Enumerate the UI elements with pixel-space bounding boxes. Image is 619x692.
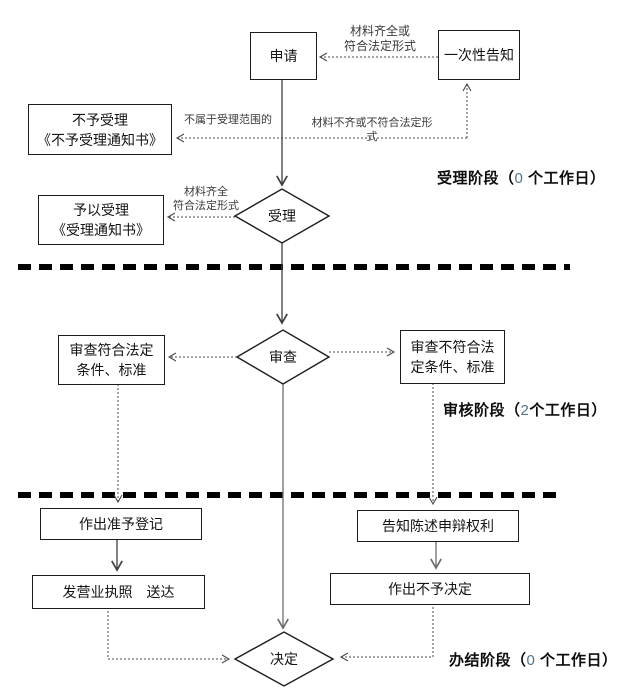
edge-license-to-decide [107, 607, 231, 664]
edge-deny-to-decide [339, 603, 434, 662]
diamond-decide-shape [233, 631, 335, 687]
edge-label-not-in-scope: 不属于受理范围的 [184, 114, 272, 126]
diamond-accept-label: 受理 [268, 208, 296, 224]
diamond-review-shape [235, 329, 331, 385]
phase-label-finish: 办结阶段（0 个工作日） [449, 649, 618, 670]
node-not-accept: 不予受理 《不予受理通知书》 [28, 104, 172, 155]
phase-accept-suffix: 个工作日） [523, 170, 606, 187]
diamond-decide-label: 决定 [270, 651, 298, 667]
phase-label-review: 审核阶段（2个工作日） [443, 399, 607, 420]
node-review-fail: 审查不符合法 定条件、标准 [400, 330, 505, 384]
node-apply: 申请 [250, 32, 317, 80]
node-one-time-notice: 一次性告知 [438, 30, 520, 80]
phase-review-prefix: 审核阶段（ [443, 402, 521, 419]
phase-finish-prefix: 办结阶段（ [449, 652, 527, 669]
phase-accept-days: 0 [514, 170, 524, 187]
phase-review-days: 2 [520, 402, 530, 419]
node-notify-rights: 告知陈述申辩权利 [357, 510, 519, 542]
phase-review-suffix: 个工作日） [529, 402, 607, 419]
node-issue-license: 发营业执照 送达 [32, 575, 205, 609]
edge-label-materials-complete-top: 材料齐全或 符合法定形式 [343, 24, 416, 53]
node-accept-grant: 予以受理 《受理通知书》 [38, 195, 164, 245]
node-review-pass: 审查符合法定 条件、标准 [58, 335, 165, 385]
phase-label-accept: 受理阶段（0 个工作日） [437, 167, 606, 188]
node-grant-register: 作出准予登记 [40, 508, 202, 540]
diamond-review-label: 审查 [269, 349, 297, 365]
phase-finish-suffix: 个工作日） [535, 652, 618, 669]
edge-label-materials-complete-left: 材料齐全 符合法定形式 [173, 186, 239, 212]
diamond-accept-shape [233, 188, 331, 244]
phase-finish-days: 0 [526, 652, 536, 669]
phase-accept-prefix: 受理阶段（ [437, 170, 515, 187]
node-deny-decision: 作出不予决定 [330, 573, 530, 605]
edge-label-materials-incomplete: 材料不齐或不符合法定形式 [311, 117, 433, 143]
